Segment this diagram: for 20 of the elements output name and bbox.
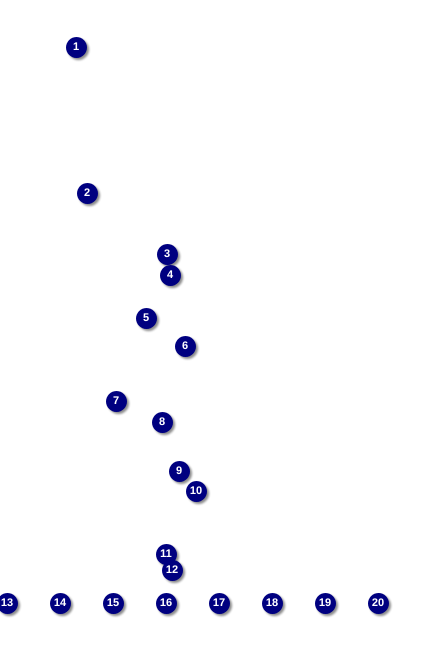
callout-number: 13 [0,592,18,614]
callout-number: 12 [162,560,182,580]
callout-number: 16 [156,592,176,614]
callout-number: 15 [102,592,124,614]
callout-number: 10 [186,480,206,502]
callout-number: 2 [76,182,98,204]
callout-number: 20 [368,592,388,614]
callout-number: 11 [156,544,176,564]
callout-number: 1 [66,36,86,58]
callout-number: 4 [160,264,180,286]
callout-number: 18 [262,592,282,614]
callout-number: 5 [136,308,156,328]
callout-number: 8 [152,412,172,432]
callout-number: 7 [106,390,126,412]
callout-number: 19 [314,592,336,614]
callout-number: 14 [50,592,70,614]
callout-number: 17 [208,592,230,614]
callout-number: 9 [168,460,190,482]
callout-number: 3 [156,244,178,264]
callout-number: 6 [174,336,196,356]
